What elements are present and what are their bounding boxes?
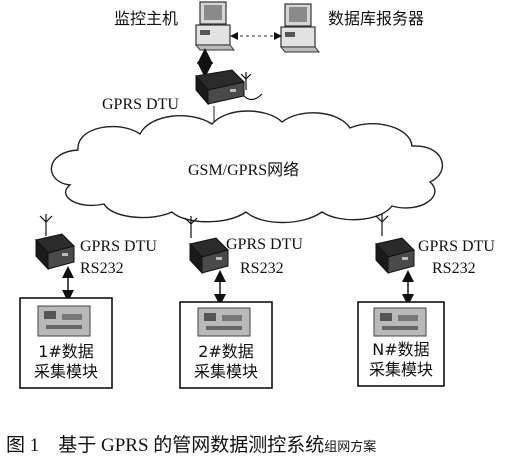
- siteN-circuit-board-icon: [373, 307, 427, 337]
- central-antenna-icon: [240, 72, 263, 101]
- site1-module-label: 1#数据 采集模块: [20, 342, 112, 382]
- site1-circuit-board-icon: [37, 305, 91, 337]
- central-dtu-label: GPRS DTU: [102, 96, 179, 113]
- caption-tail: 组网方案: [324, 440, 377, 455]
- site1-module-line2: 采集模块: [33, 362, 98, 381]
- central-dtu-device-icon: [195, 69, 245, 106]
- siteN-dtu-device-icon: [375, 237, 415, 275]
- figure-caption: 图 1 基于 GPRS 的管网数据测控系统组网方案: [6, 430, 376, 457]
- siteN-dtu-label: GPRS DTU: [418, 238, 495, 255]
- site2-circuit-board-icon: [197, 307, 251, 337]
- site1-antenna-icon: [39, 214, 53, 236]
- site1-module-line1: 1#数据: [38, 342, 94, 361]
- siteN-module-line2: 采集模块: [368, 360, 433, 379]
- host-label: 监控主机: [114, 9, 179, 28]
- caption-main: 图 1 基于 GPRS 的管网数据测控系统: [6, 435, 325, 456]
- site2-module-label: 2#数据 采集模块: [180, 342, 272, 382]
- site2-dtu-label: GPRS DTU: [226, 236, 303, 253]
- siteN-module-label: N#数据 采集模块: [358, 340, 444, 380]
- siteN-antenna-icon: [375, 214, 389, 236]
- site2-dtu-device-icon: [189, 237, 229, 275]
- database-server-icon: [279, 3, 321, 53]
- site1-dtu-device-icon: [35, 233, 75, 271]
- siteN-bus-label: RS232: [432, 260, 476, 277]
- site1-dtu-label: GPRS DTU: [80, 238, 157, 255]
- host-computer-icon: [194, 1, 236, 51]
- site2-module-line1: 2#数据: [198, 342, 254, 361]
- site2-antenna-icon: [184, 216, 198, 238]
- network-label: GSM/GPRS网络: [188, 162, 300, 179]
- site2-module-line2: 采集模块: [193, 362, 258, 381]
- siteN-module-line1: N#数据: [372, 340, 430, 359]
- network-cloud: [50, 110, 444, 224]
- site2-bus-label: RS232: [240, 260, 284, 277]
- site1-bus-label: RS232: [80, 260, 124, 277]
- db-server-label: 数据库报务器: [328, 9, 425, 28]
